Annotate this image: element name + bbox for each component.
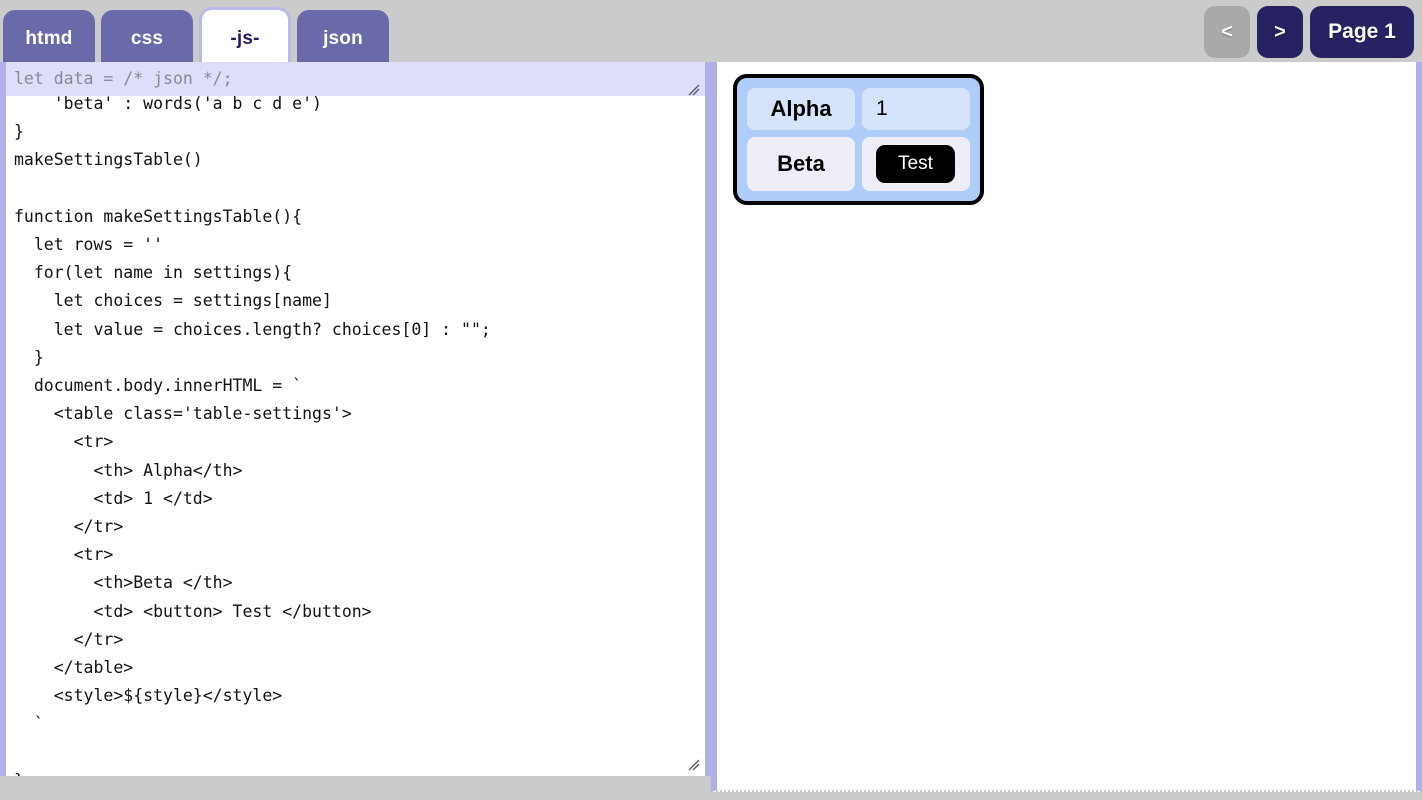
editor-tab-strip: htmd css -js- json xyxy=(0,7,389,67)
setting-name-alpha: Alpha xyxy=(747,88,855,130)
code-editor-pane xyxy=(0,62,711,776)
settings-table: Alpha 1 Beta Test xyxy=(733,74,984,205)
setting-name-beta: Beta xyxy=(747,137,855,191)
test-button[interactable]: Test xyxy=(876,145,955,183)
preview-viewport: Alpha 1 Beta Test xyxy=(717,62,1416,790)
table-row: Alpha 1 xyxy=(747,88,970,130)
tab-json[interactable]: json xyxy=(297,10,389,67)
pager-controls: < > Page 1 xyxy=(1204,6,1414,58)
next-page-button[interactable]: > xyxy=(1257,6,1303,58)
table-row: Beta Test xyxy=(747,137,970,191)
tab-js[interactable]: -js- xyxy=(199,7,291,67)
tab-css[interactable]: css xyxy=(101,10,193,67)
setting-value-beta: Test xyxy=(862,137,970,191)
resize-handle-icon-top[interactable] xyxy=(686,82,700,96)
preview-pane: Alpha 1 Beta Test xyxy=(711,62,1422,792)
top-bar: htmd css -js- json < > Page 1 xyxy=(0,0,1422,67)
setting-value-alpha: 1 xyxy=(862,88,970,130)
prev-page-button[interactable]: < xyxy=(1204,6,1250,58)
tab-htmd[interactable]: htmd xyxy=(3,10,95,67)
resize-handle-icon-bottom[interactable] xyxy=(686,757,700,771)
js-code-textarea[interactable] xyxy=(6,62,705,776)
json-data-input[interactable] xyxy=(6,62,705,96)
page-indicator-button[interactable]: Page 1 xyxy=(1310,6,1414,58)
